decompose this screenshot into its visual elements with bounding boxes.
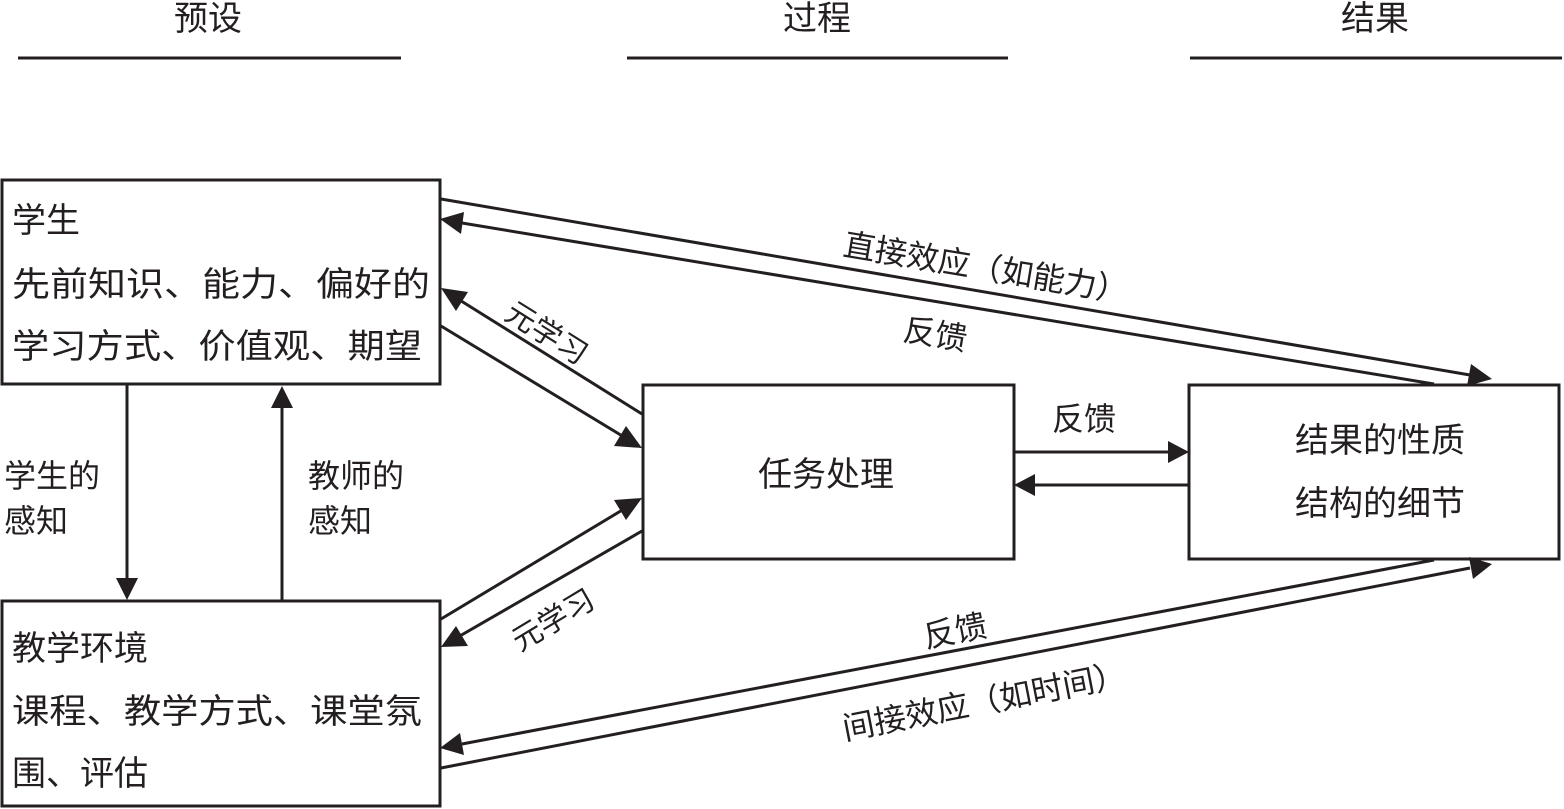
arrowhead-right-icon [1168, 441, 1189, 463]
section-header-process: 过程 [783, 0, 851, 39]
arrowhead-left-icon [1014, 474, 1035, 496]
label-student-perception-1: 学生的 [4, 457, 100, 495]
result-box-line-2: 结构的细节 [1295, 484, 1465, 524]
arrow-task-to-student-metalearning [441, 288, 643, 416]
arrowhead-icon [1467, 364, 1492, 386]
label-direct-effect: 直接效应（如能力） [841, 225, 1131, 310]
student-box-title: 学生 [12, 201, 80, 241]
label-feedback-top: 反馈 [901, 310, 970, 358]
arrow-student-perception [116, 385, 138, 600]
teaching-environment-box: 教学环境 课程、教学方式、课堂氛 围、评估 [0, 599, 442, 808]
label-teacher-perception-1: 教师的 [308, 457, 404, 495]
environment-box-line-2: 围、评估 [12, 754, 148, 794]
arrowhead-icon [440, 212, 464, 234]
arrowhead-icon [1469, 557, 1492, 579]
task-box-title: 任务处理 [758, 455, 894, 495]
arrow-student-to-result-direct-effect [440, 197, 1492, 386]
student-box-line-2: 学习方式、价值观、期望 [12, 327, 422, 367]
student-box: 学生 先前知识、能力、偏好的 学习方式、价值观、期望 [0, 178, 442, 386]
arrowhead-icon [614, 498, 642, 520]
environment-box-title: 教学环境 [12, 629, 148, 669]
student-box-line-1: 先前知识、能力、偏好的 [12, 265, 430, 305]
result-box-line-1: 结果的性质 [1295, 421, 1465, 461]
arrowhead-icon [440, 733, 464, 755]
arrowhead-down-icon [116, 578, 138, 600]
label-student-perception-2: 感知 [4, 502, 68, 540]
environment-box-line-1: 课程、教学方式、课堂氛 [12, 692, 422, 732]
arrow-task-to-result [1014, 441, 1189, 463]
label-teacher-perception-2: 感知 [308, 502, 372, 540]
label-indirect-effect: 间接效应（如时间） [839, 656, 1129, 748]
arrow-teacher-perception [271, 386, 293, 600]
arrow-result-to-environment-feedback [440, 558, 1435, 755]
label-feedback-bottom: 反馈 [920, 606, 990, 656]
arrowhead-icon [614, 426, 642, 448]
arrow-result-to-task-feedback [1014, 474, 1189, 496]
result-box: 结果的性质 结构的细节 [1187, 383, 1561, 561]
arrow-environment-to-result-indirect-effect [440, 557, 1492, 770]
arrowhead-up-icon [271, 386, 293, 408]
arrow-environment-to-task [440, 498, 642, 621]
arrow-result-to-student-feedback [440, 212, 1435, 386]
section-header-presage: 预设 [174, 0, 242, 39]
arrowhead-icon [441, 626, 468, 647]
task-processing-box: 任务处理 [641, 383, 1016, 561]
arrow-student-to-task [440, 324, 642, 448]
arrowhead-icon [441, 288, 468, 311]
label-feedback-middle: 反馈 [1052, 400, 1116, 438]
label-metalearning-bottom: 元学习 [506, 583, 601, 659]
section-header-product: 结果 [1341, 0, 1409, 39]
arrow-task-to-environment-metalearning [441, 529, 643, 647]
